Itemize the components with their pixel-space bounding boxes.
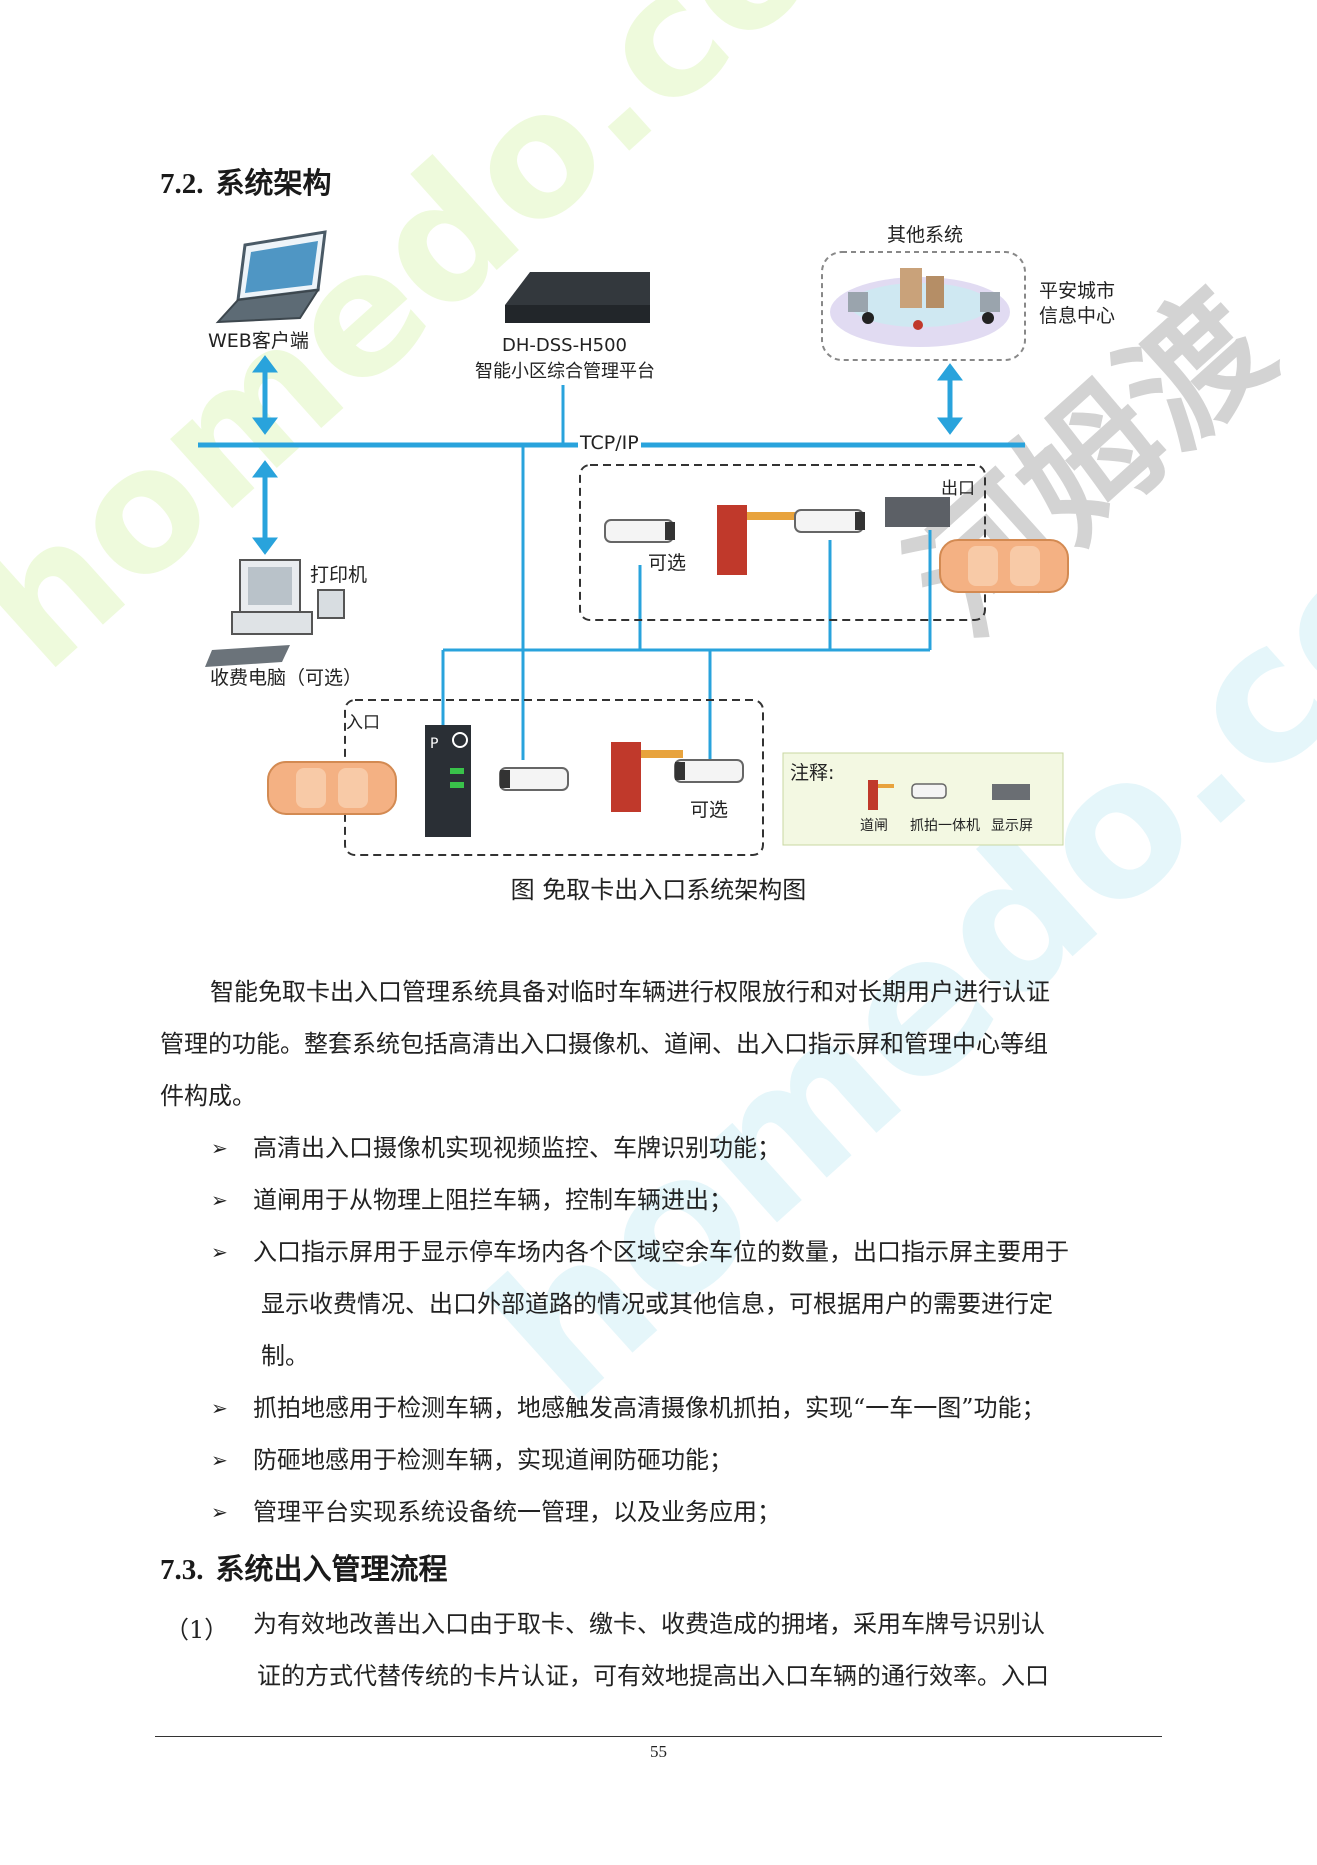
svg-text:P: P — [430, 736, 438, 752]
bullet-item-6: ➢ 管理平台实现系统设备统一管理，以及业务应用； — [211, 1486, 781, 1538]
legend-box — [782, 752, 1064, 846]
entrance-optional-label: 可选 — [690, 799, 729, 821]
printer-label: 打印机 — [310, 564, 368, 586]
bullet-arrow-icon: ➢ — [211, 1396, 228, 1420]
section-heading-7-2: 7.2. 系统架构 — [160, 160, 332, 202]
bullet-item-1: ➢ 高清出入口摄像机实现视频监控、车牌识别功能； — [211, 1122, 781, 1174]
legend-barrier-label: 道闸 — [860, 818, 888, 834]
enum-item-1: 为有效地改善出入口由于取卡、缴卡、收费造成的拥堵，采用车牌号识别认 证的方式代替… — [253, 1598, 1173, 1702]
section-number: 7.3. — [160, 1554, 204, 1586]
bullet-arrow-icon: ➢ — [211, 1448, 228, 1472]
entrance-car-icon — [267, 761, 397, 815]
legend-camera-label: 抓拍一体机 — [910, 818, 980, 834]
legend-display-icon — [992, 784, 1030, 800]
architecture-diagram: P — [198, 230, 1069, 856]
exit-barrier-icon — [717, 505, 812, 575]
bullet-item-5: ➢ 防砸地感用于检测车辆，实现道闸防砸功能； — [211, 1434, 733, 1486]
web-client-label: WEB客户端 — [208, 330, 309, 352]
page-number: 55 — [650, 1742, 667, 1761]
server-model-label: DH-DSS-H500 — [502, 335, 627, 356]
bullet-item-4: ➢ 抓拍地感用于检测车辆，地感触发高清摄像机抓拍，实现“一车一图”功能； — [211, 1382, 1046, 1434]
enum-number: （1） — [165, 1616, 229, 1644]
server-name-label: 智能小区综合管理平台 — [475, 361, 655, 382]
bullet-arrow-icon: ➢ — [211, 1136, 228, 1160]
section-title: 系统架构 — [215, 166, 332, 200]
exit-camera-icon — [794, 509, 865, 533]
legend-barrier-icon — [868, 780, 878, 810]
bullet-arrow-icon: ➢ — [211, 1240, 228, 1264]
bullet-item-2: ➢ 道闸用于从物理上阻拦车辆，控制车辆进出； — [211, 1174, 733, 1226]
exit-car-icon — [939, 539, 1069, 593]
exit-optional-label: 可选 — [648, 552, 687, 574]
intro-line-3: 件构成。 — [160, 1082, 256, 1110]
legend-title: 注释: — [790, 762, 835, 784]
intro-paragraph: 智能免取卡出入口管理系统具备对临时车辆进行权限放行和对长期用户进行认证 管理的功… — [160, 966, 1170, 1122]
other-systems-icon — [821, 251, 1026, 361]
exit-display-icon — [885, 497, 950, 527]
intro-line-1: 智能免取卡出入口管理系统具备对临时车辆进行权限放行和对长期用户进行认证 — [210, 978, 1050, 1006]
exit-camera-optional-icon — [604, 519, 675, 543]
legend-camera-icon — [911, 783, 947, 799]
bullet-item-3: ➢ 入口指示屏用于显示停车场内各个区域空余车位的数量，出口指示屏主要用于 显示收… — [211, 1226, 1069, 1382]
printer-arrow — [252, 460, 278, 555]
entrance-display-pillar-icon: P — [425, 725, 471, 837]
laptop-icon — [215, 230, 327, 324]
bullet-arrow-icon: ➢ — [211, 1188, 228, 1212]
safe-city-label-2: 信息中心 — [1039, 305, 1116, 327]
safe-city-label-1: 平安城市 — [1039, 280, 1116, 302]
other-systems-arrow — [937, 363, 963, 435]
section-heading-7-3: 7.3. 系统出入管理流程 — [160, 1546, 448, 1588]
tcpip-label: TCP/IP — [578, 432, 641, 454]
footer-divider — [155, 1736, 1162, 1737]
server-icon — [505, 272, 650, 323]
other-systems-label: 其他系统 — [887, 224, 964, 246]
entrance-label: 入口 — [346, 713, 380, 733]
enum-line-1: 为有效地改善出入口由于取卡、缴卡、收费造成的拥堵，采用车牌号识别认 — [253, 1610, 1045, 1638]
section-number: 7.2. — [160, 168, 204, 200]
exit-label: 出口 — [941, 479, 975, 499]
billing-pc-label: 收费电脑（可选） — [210, 667, 363, 689]
entrance-barrier-icon — [611, 742, 683, 812]
web-arrow — [252, 355, 278, 435]
legend-display-label: 显示屏 — [991, 818, 1033, 834]
entrance-camera-optional-icon — [674, 759, 744, 783]
billing-pc-icon — [205, 559, 345, 667]
enum-line-2: 证的方式代替传统的卡片认证，可有效地提高出入口车辆的通行效率。入口 — [257, 1662, 1049, 1690]
entrance-camera-icon — [499, 767, 569, 791]
intro-line-2: 管理的功能。整套系统包括高清出入口摄像机、道闸、出入口指示屏和管理中心等组 — [160, 1030, 1048, 1058]
figure-caption: 图 免取卡出入口系统架构图 — [510, 876, 807, 904]
section-title: 系统出入管理流程 — [215, 1552, 448, 1586]
bullet-arrow-icon: ➢ — [211, 1500, 228, 1524]
